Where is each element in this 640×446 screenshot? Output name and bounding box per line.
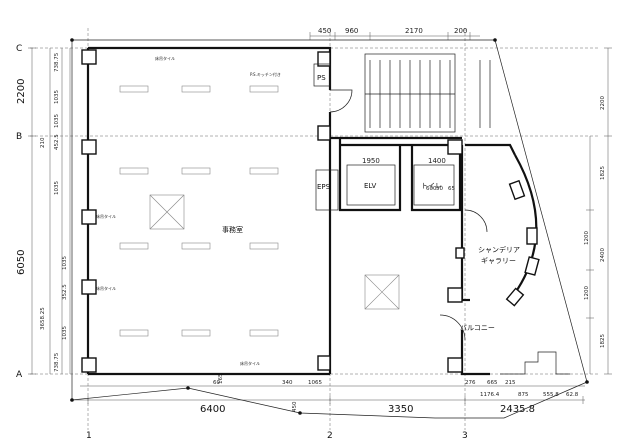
dim-bs-60: 60 [213, 380, 220, 386]
dim-bs-215: 215 [505, 380, 516, 386]
toilet-box [413, 164, 455, 206]
structural-columns [81, 49, 465, 373]
room-office: 事務室 [222, 225, 243, 234]
room-gallery: ギャラリー [481, 257, 516, 265]
dim-bs-665: 665 [487, 380, 498, 386]
dim-lv-5: 1035 [54, 181, 60, 195]
door-swing-balcony [439, 314, 466, 341]
site-boundary [71, 39, 588, 419]
dim-lv-2: 1035 [54, 90, 60, 104]
grid-label-a: A [16, 370, 23, 380]
dim-bs-1176: 1176.4 [480, 392, 500, 398]
dim-inner-65: 65 [448, 186, 455, 192]
eps-box [315, 169, 339, 211]
dim-bottom-3350: 3350 [388, 404, 413, 415]
room-elv: ELV [364, 182, 377, 190]
note-tile-left2: 床吊タイル [96, 285, 116, 291]
dim-bs-450: 450 [292, 401, 298, 412]
dim-right-1825b: 1825 [600, 334, 606, 348]
dim-bottom-6400: 6400 [200, 404, 225, 415]
dim-right-1200b: 1200 [584, 286, 590, 300]
dim-bs-1065: 1065 [308, 380, 322, 386]
dim-left-3658: 3658.25 [40, 307, 46, 330]
dim-left-2200: 2200 [16, 79, 27, 104]
dim-right-1825: 1825 [600, 166, 606, 180]
grid-label-b: B [16, 132, 22, 142]
dim-bs-62: 62.8 [566, 392, 579, 398]
dim-lv-6: 1035 [62, 256, 68, 270]
dim-right-1200a: 1200 [584, 231, 590, 245]
dim-lv-12: 738.75 [54, 352, 60, 372]
dim-right-2200: 2200 [600, 96, 606, 110]
dim-top-960: 960 [345, 27, 358, 35]
grid-lines [30, 28, 600, 430]
dim-left-6050: 6050 [16, 250, 27, 275]
note-tile-bottom: 床吊タイル [240, 360, 260, 366]
dim-top-2170: 2170 [405, 27, 423, 35]
dim-inner-600: 600 [426, 186, 437, 192]
balcony-steps [500, 351, 570, 375]
grid-label-2: 2 [327, 431, 333, 441]
dim-top-450: 450 [318, 27, 331, 35]
room-chandelier: シャンデリア [478, 245, 520, 254]
ps-box [313, 63, 331, 87]
dim-left-210: 210 [40, 137, 46, 148]
room-ps: PS [317, 74, 326, 82]
dim-lv-1: 738.75 [54, 52, 60, 72]
dim-bs-165: 165 [218, 373, 224, 384]
door-swing-office [329, 89, 353, 113]
building-walls [86, 46, 516, 376]
dim-lv-4: 452.5 [54, 134, 60, 150]
left-vertical-dims: 738.75 1035 1035 452.5 1035 1035 352.5 1… [54, 52, 68, 372]
door-swing-gallery [464, 209, 488, 233]
dim-lv-7: 352.5 [62, 284, 68, 300]
dim-right-2400: 2400 [600, 248, 606, 262]
note-ps-kitchen: P.S.キッチン付き [250, 71, 281, 77]
grid-label-1: 1 [86, 431, 92, 441]
dim-inner-1400: 1400 [428, 157, 446, 165]
dim-inner-50: 50 [436, 186, 443, 192]
grid-label-3: 3 [462, 431, 468, 441]
dim-bs-555: 555.8 [543, 392, 559, 398]
ceiling-fixtures [119, 85, 400, 337]
room-eps: EPS [317, 183, 331, 191]
note-tile-top: 床吊タイル [155, 55, 175, 61]
dim-top-200: 200 [454, 27, 467, 35]
dim-bs-276: 276 [465, 380, 476, 386]
survey-points [70, 38, 589, 415]
dim-inner-1950: 1950 [362, 157, 380, 165]
dim-lv-3: 1035 [54, 114, 60, 128]
dimension-lines [28, 32, 612, 404]
room-toilet: トイレ [421, 182, 442, 190]
dim-bs-875: 875 [518, 392, 529, 398]
grid-label-c: C [16, 44, 22, 54]
room-balcony: バルコニー [460, 324, 495, 332]
dim-lv-8: 1035 [62, 326, 68, 340]
dim-bottom-2435: 2435.8 [500, 404, 535, 415]
stair-treads [365, 60, 491, 128]
gallery-curve-segments [505, 179, 540, 307]
note-tile-left: 床吊タイル [96, 213, 116, 219]
elv-box [346, 164, 396, 206]
dim-bs-340: 340 [282, 380, 293, 386]
